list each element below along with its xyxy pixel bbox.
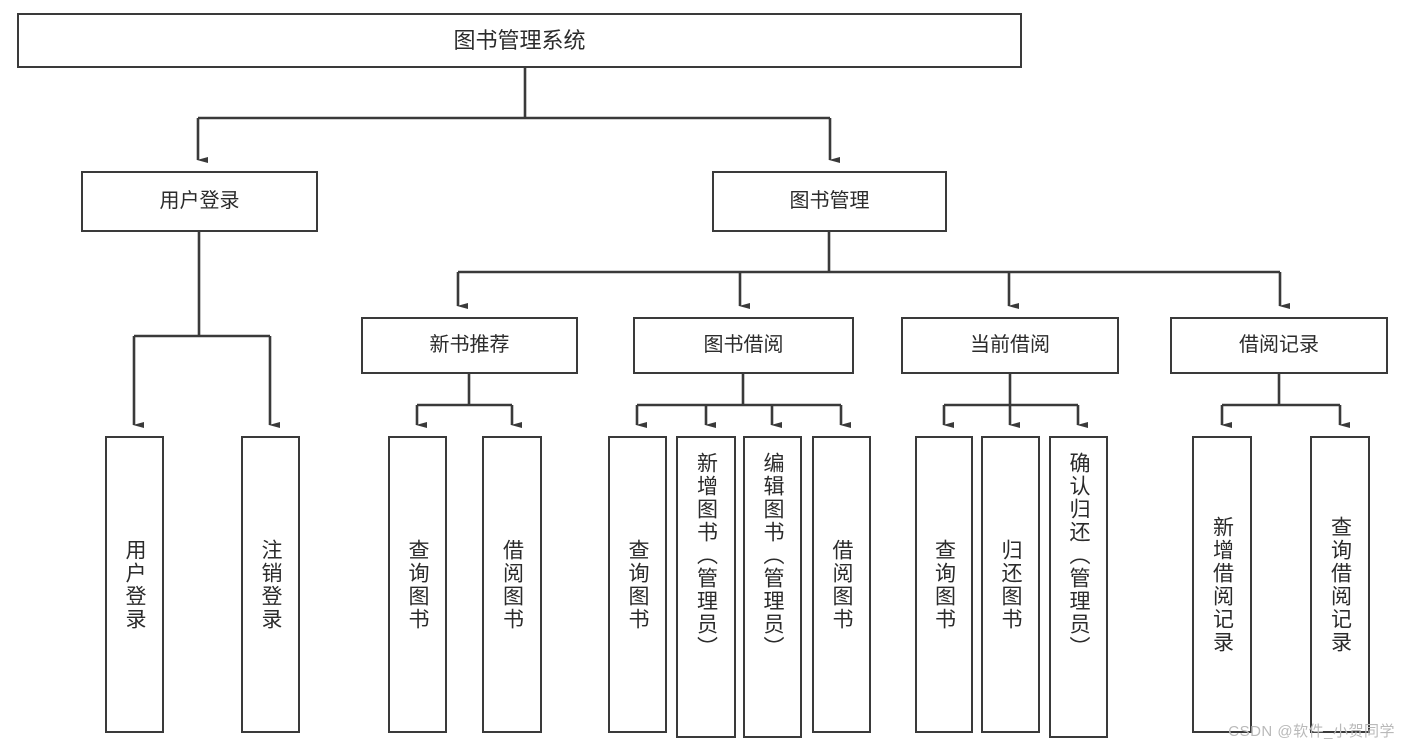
node-label: 查询图书: [932, 538, 956, 631]
leaf-borrow-query-book[interactable]: 查询图书: [608, 436, 667, 733]
node-label: 编辑图书（管理员）: [761, 452, 784, 659]
watermark: CSDN @软件_小贺同学: [1228, 723, 1395, 740]
leaf-record-add-record[interactable]: 新增借阅记录: [1192, 436, 1252, 733]
node-label: 当前借阅: [970, 333, 1050, 356]
node-label: 图书管理: [789, 189, 870, 212]
node-label: 借阅记录: [1239, 333, 1319, 356]
node-label: 查询图书: [626, 538, 649, 631]
node-label: 用户登录: [159, 189, 240, 212]
leaf-borrow-borrow-book[interactable]: 借阅图书: [812, 436, 871, 733]
leaf-current-query-book[interactable]: 查询图书: [915, 436, 973, 733]
leaf-recommend-query-book[interactable]: 查询图书: [388, 436, 447, 733]
node-label: 归还图书: [999, 538, 1022, 631]
leaf-user-login-login[interactable]: 用户登录: [105, 436, 164, 733]
node-book-borrow[interactable]: 图书借阅: [633, 317, 854, 374]
node-book-management[interactable]: 图书管理: [712, 171, 947, 232]
node-label: 新书推荐: [429, 333, 510, 356]
node-borrow-record[interactable]: 借阅记录: [1170, 317, 1388, 374]
node-label: 用户登录: [123, 538, 146, 631]
node-label: 新增图书（管理员）: [694, 452, 718, 659]
leaf-current-return-book[interactable]: 归还图书: [981, 436, 1040, 733]
leaf-borrow-edit-book-admin[interactable]: 编辑图书（管理员）: [743, 436, 802, 738]
node-new-book-recommend[interactable]: 新书推荐: [361, 317, 578, 374]
node-label: 图书借阅: [703, 333, 784, 356]
node-label: 借阅图书: [500, 538, 524, 631]
leaf-recommend-borrow-book[interactable]: 借阅图书: [482, 436, 542, 733]
node-label: 注销登录: [259, 538, 282, 631]
leaf-borrow-add-book-admin[interactable]: 新增图书（管理员）: [676, 436, 736, 738]
node-label: 借阅图书: [830, 538, 853, 631]
node-current-borrow[interactable]: 当前借阅: [901, 317, 1119, 374]
node-label: 图书管理系统: [453, 27, 586, 53]
node-label: 查询图书: [406, 538, 429, 631]
node-user-login[interactable]: 用户登录: [81, 171, 318, 232]
node-label: 确认归还（管理员）: [1067, 452, 1090, 659]
leaf-current-confirm-return-admin[interactable]: 确认归还（管理员）: [1049, 436, 1108, 738]
node-label: 新增借阅记录: [1210, 515, 1234, 654]
node-label: 查询借阅记录: [1328, 515, 1352, 654]
leaf-user-login-logout[interactable]: 注销登录: [241, 436, 300, 733]
leaf-record-query-record[interactable]: 查询借阅记录: [1310, 436, 1370, 733]
node-root-system[interactable]: 图书管理系统: [17, 13, 1022, 68]
